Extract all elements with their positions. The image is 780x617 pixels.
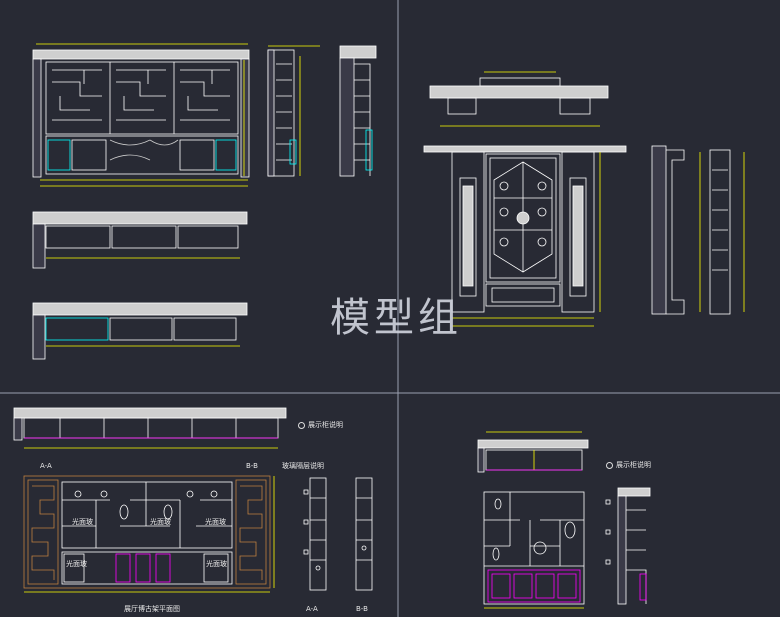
bottom-left-section-b (355, 477, 373, 591)
glass-label-1: 光面玻 (72, 518, 93, 526)
glass-label-2: 光面玻 (150, 518, 171, 526)
glass-label-3: 光面玻 (205, 518, 226, 526)
top-left-cabinet-elevation (32, 43, 250, 187)
top-right-side-section (651, 145, 745, 315)
legend-note-1-text: 展示柜说明 (308, 421, 343, 429)
bottom-right-side-section (605, 487, 651, 605)
glass-label-4: 光面玻 (66, 560, 87, 568)
top-right-plan-view (429, 71, 609, 127)
legend-note-2-text: 展示柜说明 (616, 461, 651, 469)
top-right-display-cabinet (423, 145, 627, 327)
legend-note-1: 展示柜说明 (298, 420, 343, 430)
top-left-plan-2 (32, 302, 248, 360)
bottom-left-section-a (303, 477, 327, 591)
section-b-caption: B-B (356, 605, 368, 613)
section-b-marker: B-B (246, 462, 258, 470)
bottom-right-elevation (483, 491, 585, 609)
front-elevation-title: 展厅博古架平面图 (124, 605, 180, 613)
bottom-right-plan (477, 431, 589, 473)
top-left-plan-1 (32, 211, 248, 269)
top-left-section-b (339, 45, 377, 177)
glass-label-5: 光面玻 (206, 560, 227, 568)
bottom-left-plan (13, 407, 287, 449)
legend-note-2: 展示柜说明 (606, 460, 651, 470)
watermark-text: 模型组 (330, 295, 462, 341)
section-a-caption: A-A (306, 605, 318, 613)
side-note: 玻璃隔层说明 (282, 462, 324, 470)
bottom-left-front-elevation (23, 475, 275, 593)
top-left-section-a (267, 45, 320, 177)
section-a-marker: A-A (40, 462, 52, 470)
bullet-icon (606, 461, 613, 469)
bullet-icon (298, 421, 305, 429)
